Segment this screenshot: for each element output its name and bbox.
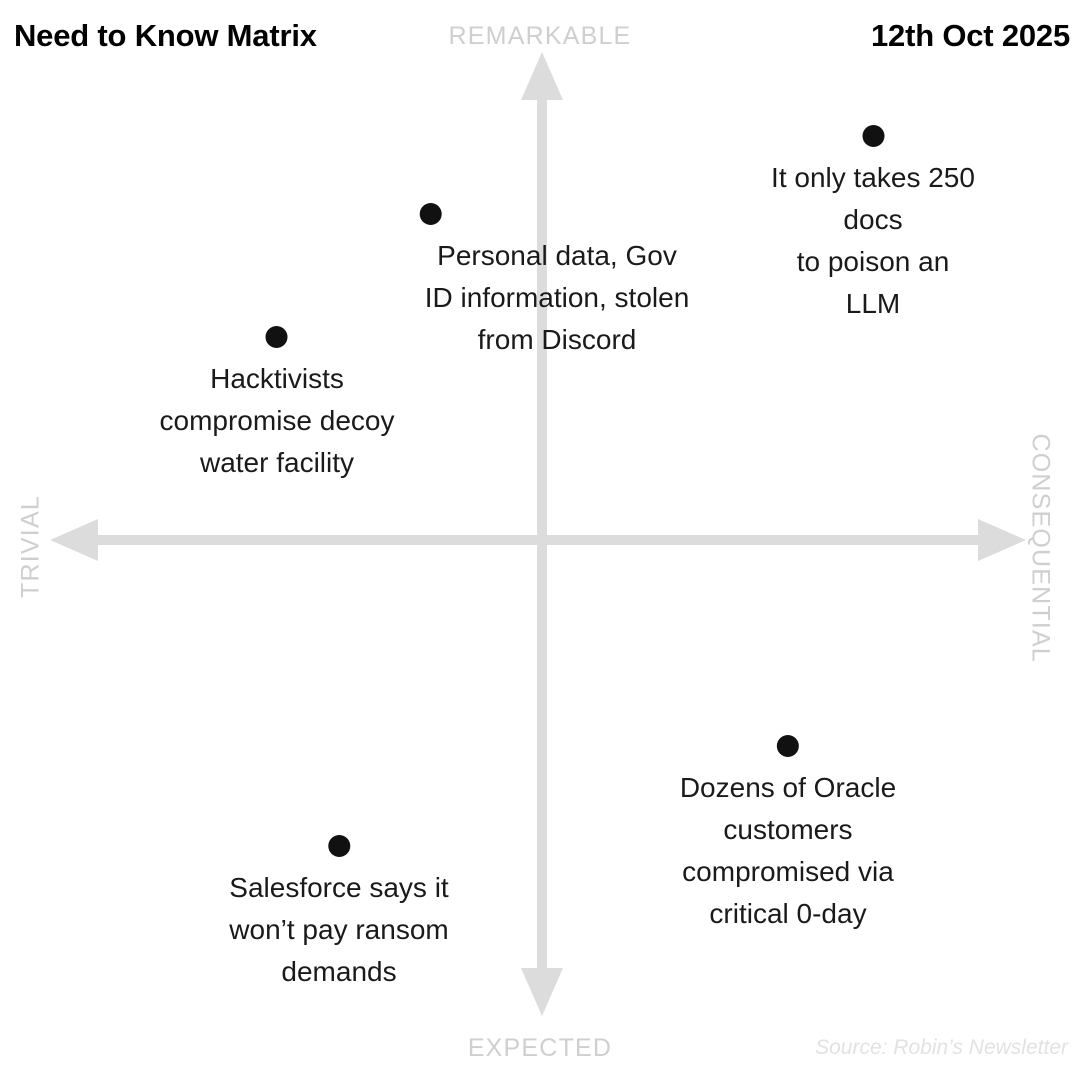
arrow-down-icon <box>521 968 563 1016</box>
data-point[interactable]: Dozens of Oracle customers compromised v… <box>680 735 896 935</box>
data-point-dot <box>862 125 884 147</box>
page-title: Need to Know Matrix <box>14 18 317 53</box>
data-point-label: Dozens of Oracle customers compromised v… <box>679 772 897 929</box>
data-point-dot <box>776 735 799 757</box>
data-point[interactable]: Personal data, Gov ID information, stole… <box>419 203 690 361</box>
vertical-axis-line <box>537 98 547 968</box>
data-point-dot <box>328 835 350 857</box>
data-point[interactable]: It only takes 250 docs to poison an LLM <box>770 125 977 325</box>
axis-label-trivial: TRIVIAL <box>16 495 45 598</box>
axis-label-consequential: CONSEQUENTIAL <box>1026 433 1055 664</box>
data-point-label: Hacktivists compromise decoy water facil… <box>159 363 395 478</box>
axis-label-expected: EXPECTED <box>467 1034 613 1062</box>
arrow-right-icon <box>978 519 1026 561</box>
arrow-left-icon <box>50 519 98 561</box>
data-point-label: Salesforce says it won’t pay ransom dema… <box>229 872 449 987</box>
source-attribution: Source: Robin’s Newsletter <box>815 1036 1068 1059</box>
arrow-up-icon <box>521 52 563 100</box>
data-point-label: Personal data, Gov ID information, stole… <box>424 240 690 355</box>
data-point[interactable]: Salesforce says it won’t pay ransom dema… <box>229 835 449 993</box>
horizontal-axis-line <box>96 535 980 545</box>
axis-label-remarkable: REMARKABLE <box>448 22 632 50</box>
data-point-dot <box>265 326 288 348</box>
data-point-label: It only takes 250 docs to poison an LLM <box>771 162 975 319</box>
data-point[interactable]: Hacktivists compromise decoy water facil… <box>159 326 395 484</box>
date-label: 12th Oct 2025 <box>870 18 1070 53</box>
data-point-dot <box>419 203 442 225</box>
